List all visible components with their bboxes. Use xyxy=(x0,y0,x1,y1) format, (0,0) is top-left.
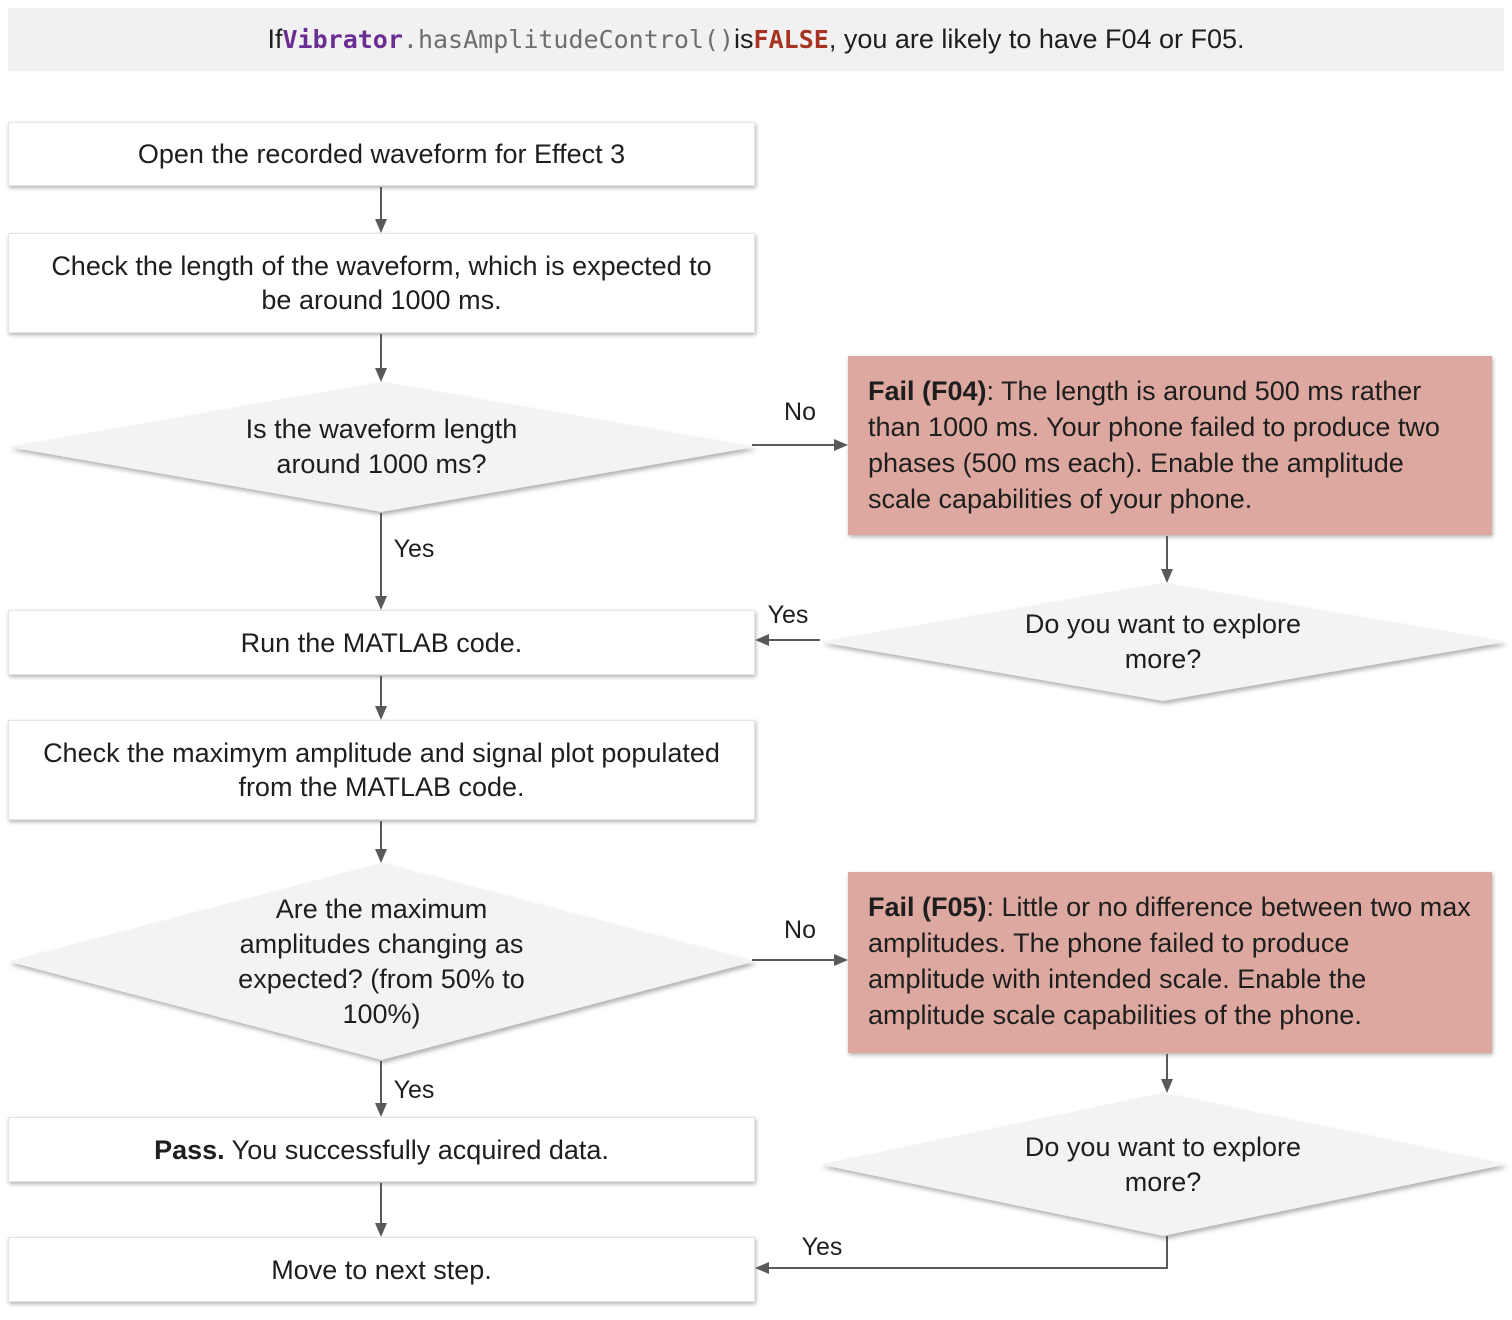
arrowhead-yes-to-pass xyxy=(375,1103,387,1117)
connector-no-to-f04 xyxy=(752,444,838,446)
arrowhead-runmatlab-to-checkamp xyxy=(375,706,387,720)
arrowhead-checklength-to-decision xyxy=(375,368,387,382)
arrowhead-explore1-to-runmatlab xyxy=(755,634,769,646)
decision-explore-more-1-label: Do you want to explore more? xyxy=(1024,609,1302,674)
banner-code-false: FALSE xyxy=(753,25,829,54)
arrowhead-yes-to-runmatlab xyxy=(375,596,387,610)
decision-waveform-length-label: Is the waveform length around 1000 ms? xyxy=(245,414,518,479)
edge-label-yes-explore1: Yes xyxy=(767,601,809,629)
arrowhead-pass-to-move xyxy=(375,1223,387,1237)
decision-explore-more-1: Do you want to explore more? xyxy=(820,583,1506,701)
connector-yes-to-runmatlab xyxy=(380,513,382,597)
process-move-next: Move to next step. xyxy=(8,1237,755,1302)
arrowhead-no-to-f05 xyxy=(834,954,848,966)
arrowhead-f04-to-explore1 xyxy=(1161,569,1173,583)
process-open-waveform: Open the recorded waveform for Effect 3 xyxy=(8,122,755,186)
connector-f04-to-explore1 xyxy=(1166,536,1168,570)
decision-explore-more-2-label: Do you want to explore more? xyxy=(1024,1131,1302,1197)
connector-explore1-to-runmatlab xyxy=(769,639,820,641)
fail-f05-rest-text: : Little or no difference between two ma… xyxy=(868,892,1471,1030)
arrowhead-no-to-f04 xyxy=(834,439,848,451)
connector-no-to-f05 xyxy=(752,959,838,961)
process-move-next-label: Move to next step. xyxy=(271,1254,492,1285)
fail-f04-rest-text: : The length is around 500 ms rather tha… xyxy=(868,376,1440,514)
banner-prefix: If xyxy=(267,24,283,54)
fail-f05-box: Fail (F05): Little or no difference betw… xyxy=(848,872,1492,1053)
fail-f04-box: Fail (F04): The length is around 500 ms … xyxy=(848,356,1492,535)
banner-code-class: Vibrator xyxy=(282,25,403,54)
edge-label-yes-length: Yes xyxy=(393,535,435,563)
pass-bold-text: Pass. xyxy=(154,1134,225,1165)
decision-waveform-length: Is the waveform length around 1000 ms? xyxy=(8,382,755,512)
arrowhead-explore2-to-move xyxy=(755,1262,769,1274)
process-check-length: Check the length of the waveform, which … xyxy=(8,233,755,333)
banner-note: If Vibrator.hasAmplitudeControl() is FAL… xyxy=(8,8,1504,71)
connector-explore2-elbow-horizontal xyxy=(769,1267,1168,1269)
process-check-length-label: Check the length of the waveform, which … xyxy=(51,251,712,315)
connector-yes-to-pass xyxy=(380,1061,382,1106)
fail-f05-bold-text: Fail (F05) xyxy=(868,892,987,922)
connector-open-to-checklength xyxy=(380,187,382,221)
process-pass: Pass. You successfully acquired data. xyxy=(8,1117,755,1182)
edge-label-no-f04: No xyxy=(784,398,816,426)
process-open-waveform-label: Open the recorded waveform for Effect 3 xyxy=(137,139,626,169)
decision-amplitudes-changing-label: Are the maximum amplitudes changing as e… xyxy=(238,893,525,1029)
decision-explore-more-2: Do you want to explore more? xyxy=(820,1093,1506,1236)
pass-rest-text: You successfully acquired data. xyxy=(224,1134,609,1165)
process-check-amplitude-label: Check the maximym amplitude and signal p… xyxy=(43,738,720,802)
edge-label-yes-amplitudes: Yes xyxy=(393,1076,435,1104)
arrowhead-f05-to-explore2 xyxy=(1161,1079,1173,1093)
banner-middle: is xyxy=(734,24,754,54)
process-run-matlab-label: Run the MATLAB code. xyxy=(240,627,523,658)
connector-checkamp-to-decision2 xyxy=(380,821,382,850)
edge-label-yes-explore2: Yes xyxy=(801,1233,843,1261)
process-check-amplitude: Check the maximym amplitude and signal p… xyxy=(8,720,755,820)
connector-checklength-to-decision xyxy=(380,334,382,370)
fail-f04-bold-text: Fail (F04) xyxy=(868,376,987,406)
connector-f05-to-explore2 xyxy=(1166,1054,1168,1082)
edge-label-no-f05: No xyxy=(784,916,816,944)
process-run-matlab: Run the MATLAB code. xyxy=(8,610,755,675)
arrowhead-open-to-checklength xyxy=(375,219,387,233)
connector-explore2-elbow-vertical xyxy=(1166,1236,1168,1269)
decision-amplitudes-changing: Are the maximum amplitudes changing as e… xyxy=(8,863,755,1060)
banner-code-method: .hasAmplitudeControl() xyxy=(402,25,735,54)
process-pass-label: Pass. You successfully acquired data. xyxy=(154,1133,609,1167)
arrowhead-checkamp-to-decision2 xyxy=(375,849,387,863)
banner-suffix: , you are likely to have F04 or F05. xyxy=(828,24,1245,54)
connector-pass-to-move xyxy=(380,1183,382,1226)
connector-runmatlab-to-checkamp xyxy=(380,676,382,709)
